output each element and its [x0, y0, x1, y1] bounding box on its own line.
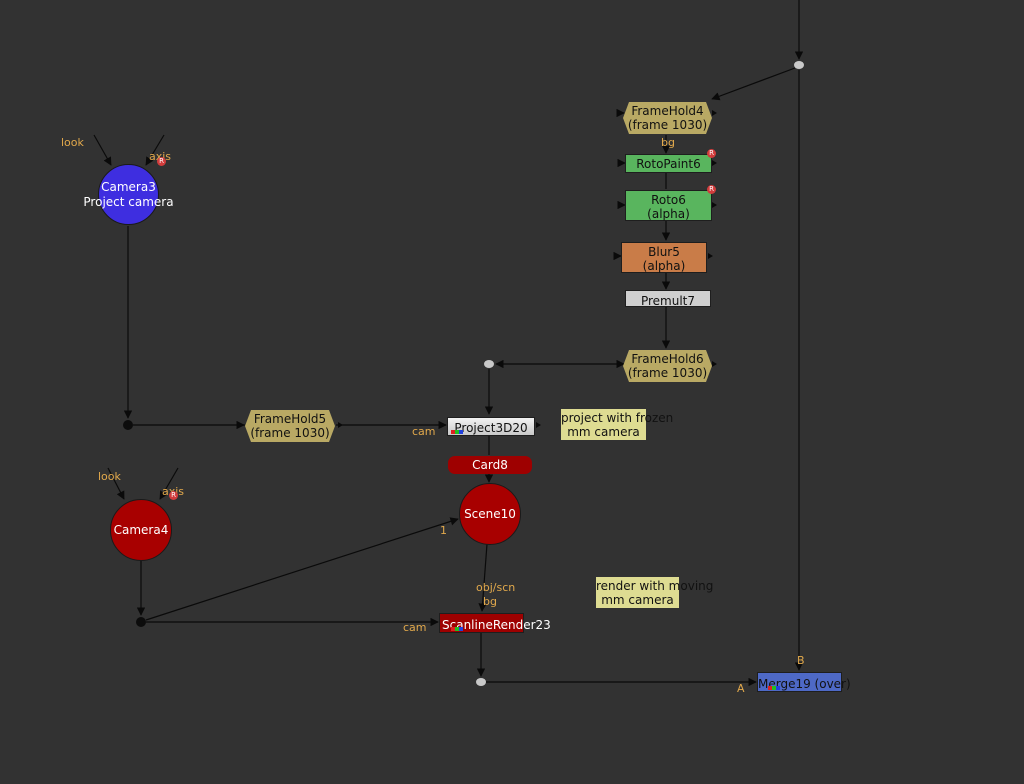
- wire-dot-to-framehold4: [711, 67, 796, 101]
- input-label-scanline-bg: bg: [483, 595, 497, 608]
- input-label-project-cam: cam: [412, 425, 436, 438]
- node-premult7-name: Premult7: [640, 294, 696, 308]
- node-blur5-name: Blur5: [648, 245, 680, 259]
- node-framehold5[interactable]: FrameHold5 (frame 1030): [245, 410, 335, 442]
- input-label-cam4-look: look: [98, 470, 121, 483]
- node-rotopaint6-name: RotoPaint6: [636, 157, 701, 171]
- node-framehold4-frame: (frame 1030): [627, 118, 708, 132]
- node-framehold6-frame: (frame 1030): [627, 366, 708, 380]
- dot-bottom[interactable]: [476, 678, 486, 686]
- badge-roto6: R: [707, 185, 716, 194]
- wire-scene-to-scanline: [478, 543, 488, 612]
- input-label-scanline-cam: cam: [403, 621, 427, 634]
- badge-rotopaint6: R: [707, 149, 716, 158]
- input-label-scanline-obj: obj/scn: [476, 581, 516, 594]
- node-card8[interactable]: Card8: [448, 456, 532, 474]
- node-project3d20[interactable]: Project3D20: [447, 417, 535, 436]
- node-framehold6[interactable]: FrameHold6 (frame 1030): [623, 350, 712, 382]
- sticky-render-line2: mm camera: [601, 593, 674, 607]
- sticky-project-line2: mm camera: [567, 425, 640, 439]
- node-camera4-name: Camera4: [113, 522, 169, 537]
- node-rotopaint6[interactable]: RotoPaint6: [625, 154, 712, 173]
- node-scanlinerender23-name: ScanlineRender23: [442, 618, 551, 632]
- wire-look-cam3: [93, 134, 112, 166]
- wire-look-cam4: [107, 467, 125, 500]
- node-camera4[interactable]: Camera4: [110, 499, 172, 561]
- node-framehold5-name: FrameHold5: [253, 412, 327, 426]
- dot-top-right[interactable]: [794, 61, 804, 69]
- sticky-render-line1: render with moving: [596, 579, 714, 593]
- node-framehold4[interactable]: FrameHold4 (frame 1030): [623, 102, 712, 134]
- node-project3d20-name: Project3D20: [454, 421, 528, 435]
- node-blur5[interactable]: Blur5 (alpha): [621, 242, 707, 273]
- node-roto6-mask: (alpha): [647, 207, 690, 221]
- node-framehold5-frame: (frame 1030): [250, 426, 330, 440]
- sticky-render-note[interactable]: render with moving mm camera: [596, 577, 714, 608]
- node-premult7[interactable]: Premult7: [625, 290, 711, 308]
- input-label-scene-1: 1: [440, 524, 447, 537]
- wire-axis-cam3: [145, 134, 165, 166]
- node-card8-name: Card8: [472, 458, 508, 472]
- node-scene10-name: Scene10: [464, 506, 516, 521]
- badge-camera4: R: [169, 491, 178, 500]
- wire-axis-cam4: [159, 467, 179, 500]
- node-roto6[interactable]: Roto6 (alpha): [625, 190, 712, 221]
- sticky-project-note[interactable]: project with frozen mm camera: [561, 409, 674, 440]
- node-merge19-name: Merge19 (over): [758, 677, 851, 691]
- sticky-project-line1: project with frozen: [561, 411, 674, 425]
- input-label-merge-a: A: [737, 682, 745, 695]
- node-framehold6-name: FrameHold6: [631, 352, 704, 366]
- dot-camera4[interactable]: [136, 617, 146, 627]
- dot-camera3[interactable]: [123, 420, 133, 430]
- node-framehold4-name: FrameHold4: [631, 104, 704, 118]
- input-label-cam3-look: look: [61, 136, 84, 149]
- input-label-fh4-bg: bg: [661, 136, 675, 149]
- node-camera3-label: Project camera: [83, 194, 174, 209]
- node-blur5-mask: (alpha): [642, 259, 686, 273]
- badge-camera3: R: [157, 157, 166, 166]
- wire-dot-to-scene: [145, 517, 459, 621]
- node-camera3-name: Camera3: [101, 179, 156, 194]
- input-label-merge-b: B: [797, 654, 805, 667]
- node-scene10[interactable]: Scene10: [459, 483, 521, 545]
- node-camera3[interactable]: Camera3 Project camera: [83, 164, 174, 225]
- node-roto6-name: Roto6: [651, 193, 686, 207]
- dot-middle[interactable]: [484, 360, 494, 368]
